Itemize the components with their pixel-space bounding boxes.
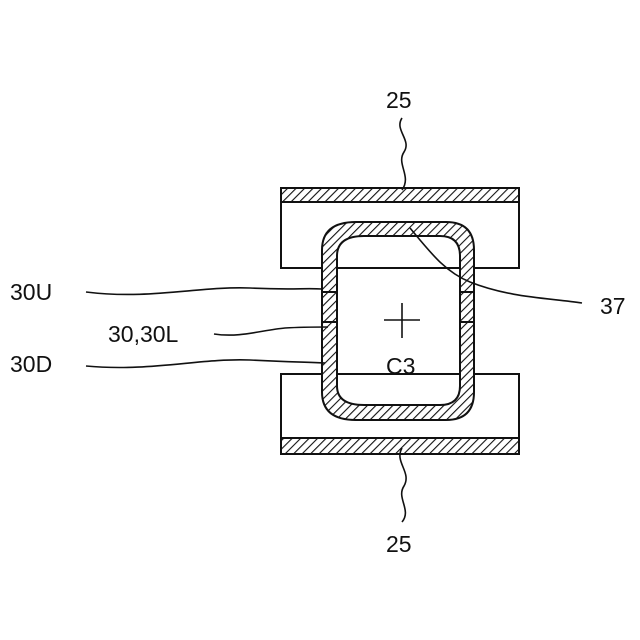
leader-bottom-25 [400,448,406,522]
leader-30-30l [214,327,328,335]
label-top-25: 25 [386,87,412,113]
leader-30u [86,288,322,295]
label-30d: 30D [10,351,52,377]
label-c3: C3 [386,353,415,379]
leader-top-25 [400,118,406,190]
label-30u: 30U [10,279,52,305]
label-30-30l: 30,30L [108,321,179,347]
upper-bracket-hatched-plate [281,188,519,202]
label-37: 37 [600,293,626,319]
label-bottom-25: 25 [386,531,412,557]
leader-30d [86,360,325,368]
